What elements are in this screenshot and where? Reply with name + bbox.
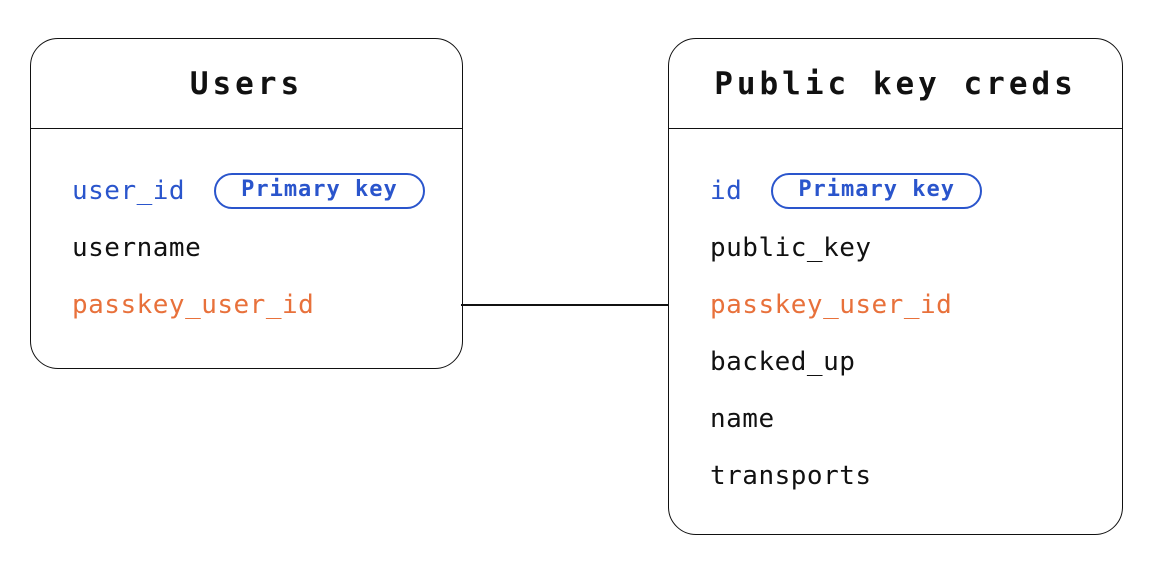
field-row-passkey-user-id[interactable]: passkey_user_id [72, 276, 442, 333]
table-node-users[interactable]: Users user_id Primary key username passk… [30, 38, 463, 369]
table-node-public-key-creds[interactable]: Public key creds id Primary key public_k… [668, 38, 1123, 535]
field-row-id[interactable]: id Primary key [710, 162, 1102, 219]
primary-key-badge: Primary key [214, 172, 425, 209]
table-creds-title: Public key creds [714, 65, 1077, 102]
field-name: id [710, 175, 743, 206]
field-row-passkey-user-id[interactable]: passkey_user_id [710, 276, 1102, 333]
field-name: username [72, 232, 202, 263]
table-creds-header: Public key creds [669, 39, 1122, 129]
field-row-name[interactable]: name [710, 390, 1102, 447]
field-row-username[interactable]: username [72, 219, 442, 276]
field-row-backed-up[interactable]: backed_up [710, 333, 1102, 390]
field-name: name [710, 403, 775, 434]
field-name: public_key [710, 232, 872, 263]
field-row-public-key[interactable]: public_key [710, 219, 1102, 276]
field-name: backed_up [710, 346, 856, 377]
table-users-title: Users [189, 65, 304, 102]
primary-key-badge: Primary key [771, 172, 983, 209]
field-row-user-id[interactable]: user_id Primary key [72, 162, 442, 219]
table-users-header: Users [31, 39, 462, 129]
field-name: transports [710, 460, 872, 491]
field-name: passkey_user_id [72, 289, 315, 320]
field-row-transports[interactable]: transports [710, 447, 1102, 504]
relationship-line [461, 304, 669, 306]
field-name: user_id [72, 175, 186, 206]
table-users-fields: user_id Primary key username passkey_use… [31, 129, 462, 333]
table-creds-fields: id Primary key public_key passkey_user_i… [669, 129, 1122, 504]
field-name: passkey_user_id [710, 289, 953, 320]
